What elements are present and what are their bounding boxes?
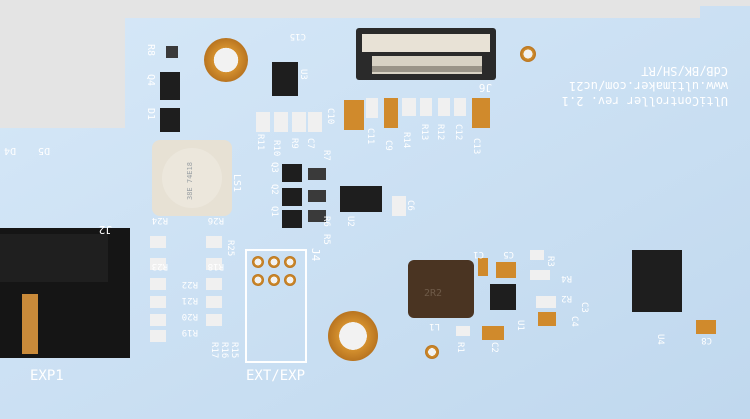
label-c5: C5	[503, 249, 514, 259]
label-r17: R17	[209, 342, 219, 358]
label-r23: R23	[152, 261, 168, 271]
label-c3: C3	[579, 302, 589, 313]
label-c8: C8	[701, 335, 712, 345]
transistor-q4	[160, 72, 180, 100]
label-d4: D4	[4, 145, 16, 156]
label-j6: J6	[479, 81, 492, 94]
label-r22: R22	[182, 279, 198, 289]
label-r18: R18	[208, 261, 224, 271]
label-r5: R5	[321, 234, 331, 245]
chip-u4	[632, 250, 682, 312]
label-ext-exp: EXT/EXP	[246, 368, 305, 384]
mounting-hole-bottom	[328, 311, 378, 361]
label-r10: R10	[271, 140, 281, 156]
board-title: UltiController rev. 2.1	[562, 94, 728, 108]
label-u1: U1	[515, 320, 525, 331]
label-r19: R19	[182, 327, 198, 337]
via-pad	[425, 345, 439, 359]
chip-u2	[340, 186, 382, 212]
transistor-q2	[282, 188, 302, 206]
label-q2: Q2	[269, 184, 279, 195]
label-c15: C15	[290, 31, 306, 41]
label-d5: D5	[38, 145, 50, 156]
via-pad	[520, 46, 536, 62]
label-r6: R6	[321, 216, 331, 227]
label-r20: R20	[182, 311, 198, 321]
label-q1: Q1	[269, 206, 279, 217]
label-c11: C11	[365, 128, 375, 144]
label-r9: R9	[289, 138, 299, 149]
label-j2: J2	[99, 223, 112, 236]
label-r14: R14	[401, 132, 411, 148]
chip-u1	[490, 284, 516, 310]
inductor-l1	[408, 260, 474, 318]
resistor-column-right	[206, 236, 222, 326]
label-j4: J4	[309, 248, 322, 262]
label-r13: R13	[419, 124, 429, 140]
label-c12: C12	[453, 124, 463, 140]
label-r1: R1	[455, 342, 465, 353]
resistor-r5	[308, 210, 326, 222]
label-c1: C1	[473, 249, 484, 259]
label-c6: C6	[405, 200, 415, 211]
label-r3: R3	[545, 256, 555, 267]
board-url: www.ultimaker.com/uc21	[569, 79, 728, 93]
capacitor-c6	[392, 196, 406, 216]
header-j2-exp1	[0, 228, 130, 358]
label-u4: U4	[655, 334, 665, 345]
label-exp1: EXP1	[30, 368, 64, 384]
label-c13: C13	[471, 138, 481, 154]
chip-u3	[272, 62, 298, 96]
label-c2: C2	[489, 342, 499, 353]
label-c10: C10	[325, 108, 335, 124]
diode-d1	[160, 108, 180, 132]
label-r26: R26	[208, 215, 224, 225]
resistor-r6	[308, 190, 326, 202]
pcb-board	[0, 6, 750, 419]
label-r8: R8	[145, 44, 156, 56]
label-u2: U2	[345, 216, 355, 227]
smd-cluster-right	[456, 250, 716, 340]
resistor-r8	[166, 46, 178, 58]
label-r25: R25	[225, 240, 235, 256]
fpc-connector-j6	[356, 28, 496, 80]
label-r16: R16	[219, 342, 229, 358]
smd-row-top	[256, 98, 490, 132]
label-r4: R4	[561, 273, 572, 283]
mounting-hole-top	[204, 38, 248, 82]
label-ls1: LS1	[231, 174, 242, 192]
label-r21: R21	[182, 295, 198, 305]
label-r24: R24	[152, 215, 168, 225]
resistor-r7	[308, 168, 326, 180]
buzzer-ls1	[152, 140, 232, 216]
label-c4: C4	[569, 316, 579, 327]
inductor-print: 2R2	[424, 288, 442, 299]
label-c9: C9	[383, 140, 393, 151]
label-r7: R7	[321, 150, 331, 161]
label-r11: R11	[255, 134, 265, 150]
label-q3: Q3	[269, 162, 279, 173]
label-c7: C7	[305, 138, 315, 149]
buzzer-print: 38E 74E18	[186, 162, 194, 200]
resistor-column-left	[150, 236, 166, 342]
transistor-q3	[282, 164, 302, 182]
label-d1: D1	[145, 108, 156, 120]
board-credits: CdB/BK/SH/RT	[641, 64, 728, 78]
label-r2: R2	[561, 293, 572, 303]
label-l1: L1	[429, 321, 440, 331]
label-q4: Q4	[145, 74, 156, 86]
label-r12: R12	[435, 124, 445, 140]
label-r15: R15	[229, 342, 239, 358]
transistor-q1	[282, 210, 302, 228]
connector-j4	[245, 249, 307, 363]
label-u3: U3	[298, 69, 308, 80]
